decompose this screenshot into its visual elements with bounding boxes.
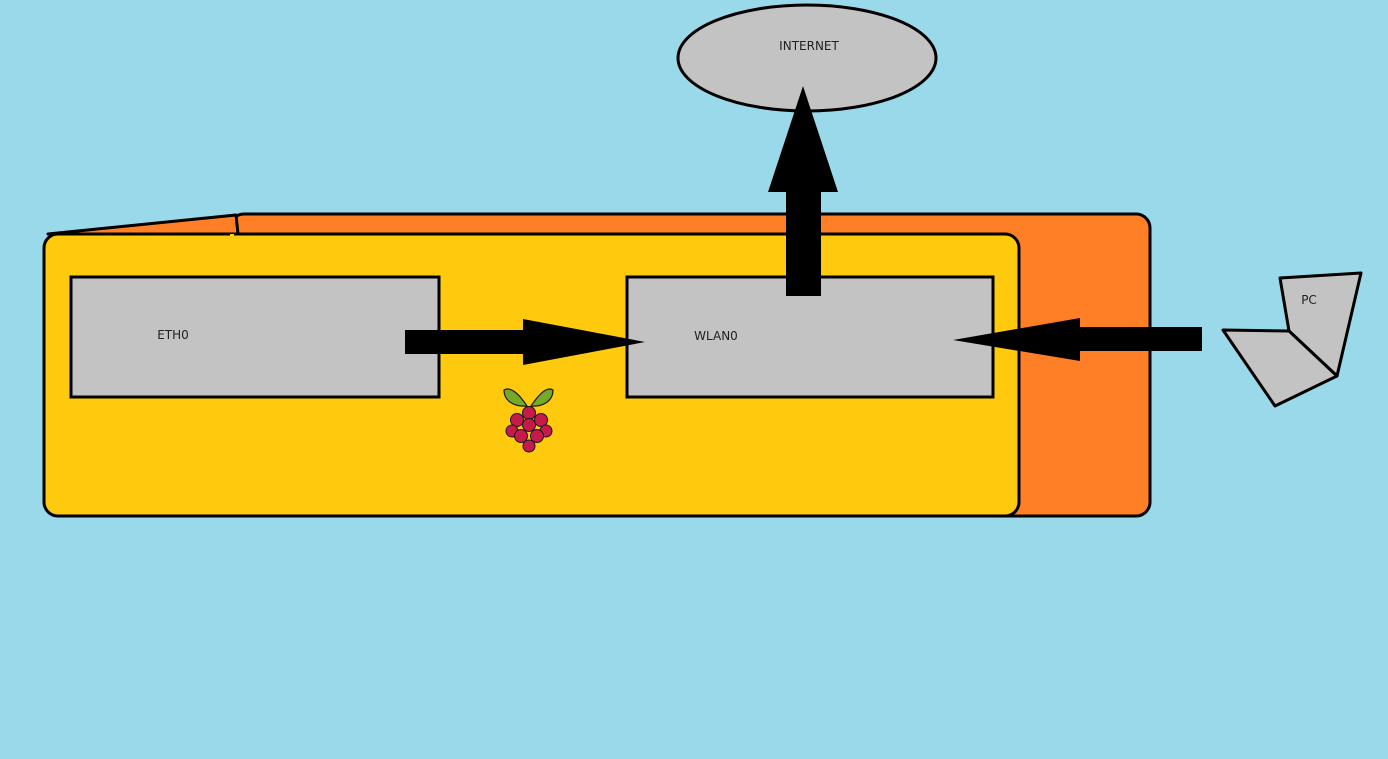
internet-node: INTERNET — [676, 3, 938, 113]
arrow-eth0-shaft — [405, 330, 530, 354]
wlan0-label: WLAN0 — [694, 329, 738, 343]
logo-leaf-left — [503, 388, 529, 407]
logo-berry — [505, 406, 553, 453]
wlan0-box — [625, 275, 995, 399]
board-top-bevel — [46, 213, 240, 236]
arrow-pc-shaft — [1072, 327, 1202, 351]
pc-node: PC — [1221, 271, 1363, 408]
raspberry-pi-logo-icon — [503, 388, 554, 453]
eth0-box — [69, 275, 441, 399]
logo-leaf-right — [529, 388, 554, 407]
arrow-wlan0-to-internet — [768, 86, 838, 296]
arrow-internet-shaft — [786, 185, 821, 296]
arrow-eth0-to-wlan0 — [405, 319, 645, 365]
laptop-keyboard — [1221, 328, 1339, 408]
arrow-pc-to-wlan0 — [953, 318, 1202, 361]
arrow-pc-head — [953, 318, 1080, 361]
arrow-eth0-head — [523, 319, 645, 365]
wlan0-node: WLAN0 — [625, 275, 995, 399]
pc-label: PC — [1301, 293, 1317, 307]
eth0-label: ETH0 — [157, 328, 189, 342]
internet-ellipse — [676, 3, 938, 113]
eth0-node: ETH0 — [69, 275, 441, 399]
internet-label: INTERNET — [779, 39, 839, 53]
arrow-internet-head — [768, 86, 838, 192]
